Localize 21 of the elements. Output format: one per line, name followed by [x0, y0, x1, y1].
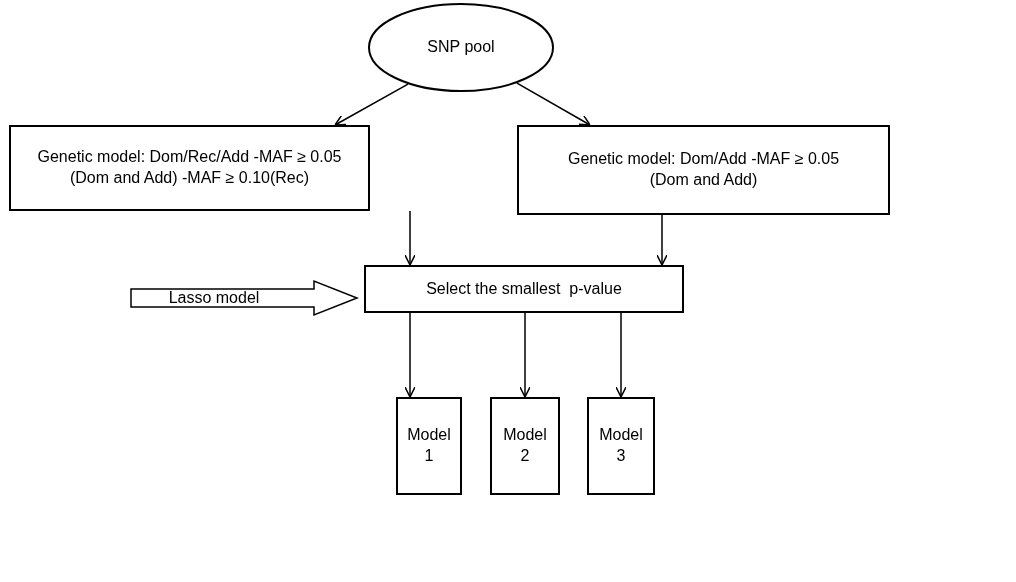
arrow	[404, 312, 416, 398]
output-box	[490, 397, 560, 495]
arrow	[334, 83, 409, 126]
arrow	[404, 210, 416, 266]
arrow	[519, 312, 531, 398]
node-label: Genetic model: Dom/Add -MAF ≥ 0.05 (Dom and Add)	[566, 149, 841, 190]
output-box	[396, 397, 462, 495]
node-label: Genetic model: Dom/Rec/Add -MAF ≥ 0.05 (Dom and Add) -MAF ≥ 0.10(Rec)	[36, 147, 343, 188]
arrow	[516, 82, 591, 126]
arrow	[615, 312, 627, 398]
node-label: Select the smallest p-value	[426, 278, 622, 299]
arrow	[656, 214, 668, 266]
process-box	[364, 265, 684, 313]
process-box	[517, 125, 890, 215]
node-label: Model 2	[502, 425, 548, 466]
node-label: Model 1	[406, 425, 452, 466]
output-box	[587, 397, 655, 495]
node-label: Lasso model	[168, 287, 260, 308]
node-label: Model 3	[598, 425, 644, 466]
node-label: SNP pool	[427, 37, 495, 58]
process-box	[9, 125, 370, 211]
